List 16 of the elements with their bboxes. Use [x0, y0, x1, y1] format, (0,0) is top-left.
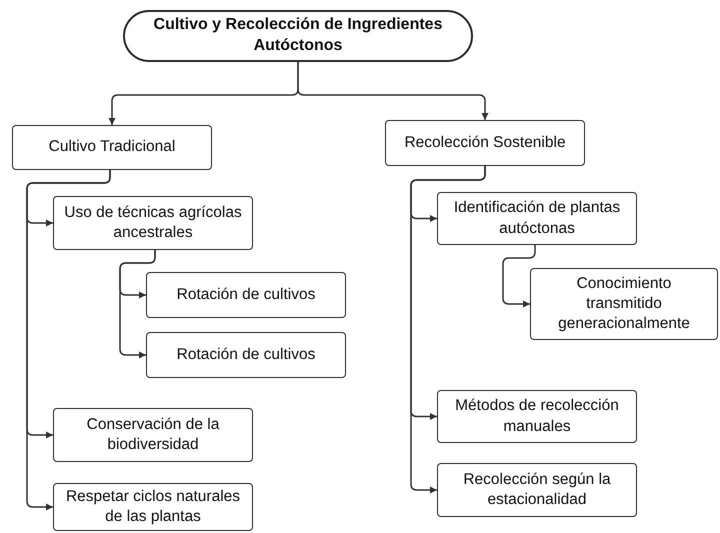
concept-box: Identificación de plantas autóctonas	[437, 192, 637, 245]
concept-box: Rotación de cultivos	[146, 332, 346, 378]
concept-box: Métodos de recolección manuales	[437, 390, 637, 443]
concept-box: Conocimiento transmitido generacionalmente	[530, 268, 718, 340]
concept-box: Recolección según la estacionalidad	[437, 463, 637, 517]
concept-box: Uso de técnicas agrícolas ancestrales	[53, 196, 253, 250]
concept-box: Recolección Sostenible	[385, 120, 585, 166]
arrow	[410, 166, 486, 494]
title-box: Cultivo y Recolección de Ingredientes Autóctonos	[123, 10, 473, 62]
concept-box: Conservación de la biodiversidad	[53, 408, 253, 462]
arrow	[297, 62, 488, 120]
arrow	[26, 170, 111, 510]
arrow	[119, 250, 156, 358]
concept-box: Respetar ciclos naturales de las plantas	[53, 483, 253, 531]
concept-box: Cultivo Tradicional	[12, 125, 212, 170]
concept-box: Rotación de cultivos	[146, 272, 346, 318]
